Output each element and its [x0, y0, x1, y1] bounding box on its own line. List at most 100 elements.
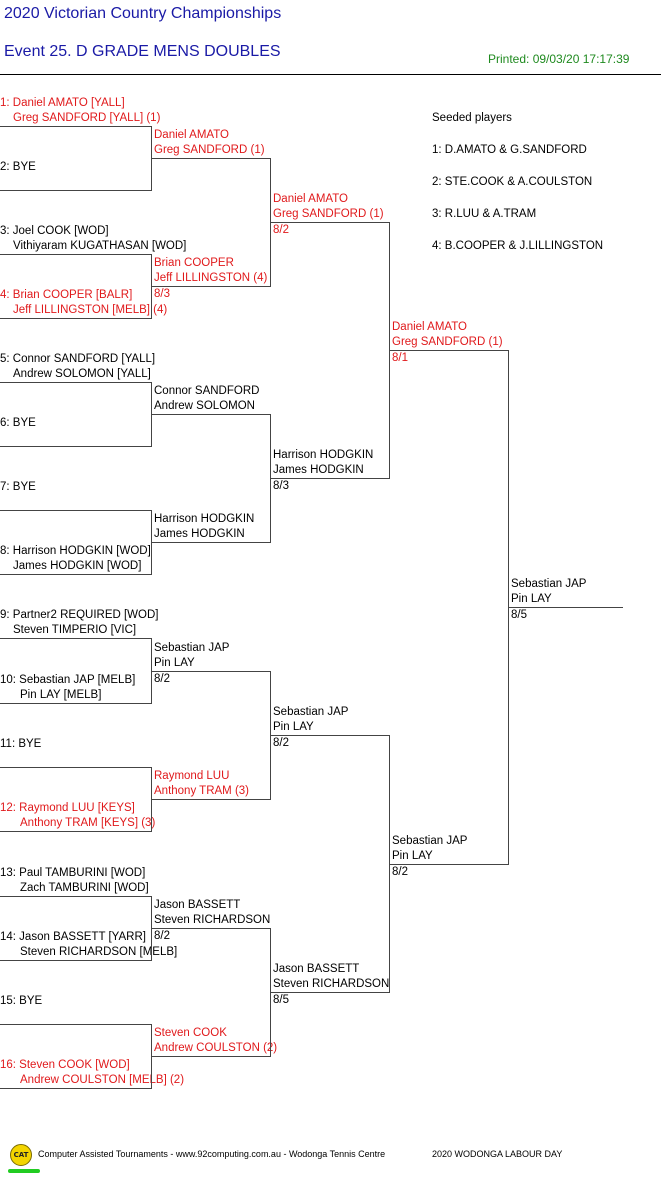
entrant-line-1: 2: BYE [0, 161, 36, 173]
bracket-line [0, 446, 152, 447]
winner-line-2: Steven RICHARDSON [273, 978, 390, 990]
entrant-line-1: 11: BYE [0, 738, 42, 750]
bracket-line [389, 864, 509, 865]
winner-line-1: Harrison HODGKIN [273, 449, 374, 461]
bracket-line [0, 126, 152, 127]
match-score: 8/2 [392, 866, 408, 878]
winner-line-1: Sebastian JAP [154, 642, 230, 654]
bracket-line [151, 158, 271, 159]
entrant-line-2: Greg SANDFORD [YALL] (1) [13, 112, 161, 124]
entrant-line-1: 13: Paul TAMBURINI [WOD] [0, 867, 146, 879]
bracket-line [0, 510, 152, 511]
entrant-line-1: 7: BYE [0, 481, 36, 493]
bracket-line [0, 318, 152, 319]
bracket-line [270, 478, 390, 479]
seeded-item: 2: STE.COOK & A.COULSTON [432, 176, 593, 188]
winner-line-2: Pin LAY [273, 721, 314, 733]
winner-line-1: Daniel AMATO [154, 129, 229, 141]
entrant-line-1: 6: BYE [0, 417, 36, 429]
bracket-line [270, 992, 390, 993]
bracket-connector [151, 638, 152, 703]
bracket-line [270, 222, 390, 223]
winner-line-2: Greg SANDFORD (1) [154, 144, 265, 156]
entrant-line-2: Jeff LILLINGSTON [MELB] (4) [13, 304, 168, 316]
bracket-line [508, 607, 623, 608]
bracket-line [151, 671, 271, 672]
match-score: 8/2 [154, 930, 170, 942]
winner-line-1: Daniel AMATO [392, 321, 467, 333]
bracket-line [151, 414, 271, 415]
bracket-line [0, 703, 152, 704]
bracket-line [389, 350, 509, 351]
winner-line-1: Daniel AMATO [273, 193, 348, 205]
match-score: 8/2 [273, 224, 289, 236]
bracket-line [0, 831, 152, 832]
entrant-line-2: Pin LAY [MELB] [20, 689, 102, 701]
match-score: 8/1 [392, 352, 408, 364]
winner-line-2: Jeff LILLINGSTON (4) [154, 272, 268, 284]
bracket-line [0, 767, 152, 768]
bracket-line [151, 799, 271, 800]
match-score: 8/3 [154, 288, 170, 300]
match-score: 8/2 [154, 673, 170, 685]
footer-text: Computer Assisted Tournaments - www.92co… [38, 1149, 386, 1159]
winner-line-2: Andrew COULSTON (2) [154, 1042, 278, 1054]
winner-line-1: Connor SANDFORD [154, 385, 260, 397]
bracket-line [0, 254, 152, 255]
match-score: 8/2 [273, 737, 289, 749]
logo-underline [8, 1169, 40, 1173]
entrant-line-1: 1: Daniel AMATO [YALL] [0, 97, 125, 109]
entrant-line-2: Vithiyaram KUGATHASAN [WOD] [13, 240, 187, 252]
entrant-line-2: Steven RICHARDSON [MELB] [20, 946, 178, 958]
footer-event: 2020 WODONGA LABOUR DAY [432, 1149, 563, 1159]
winner-line-2: James HODGKIN [154, 528, 245, 540]
printed-timestamp: Printed: 09/03/20 17:17:39 [488, 52, 630, 66]
entrant-line-1: 8: Harrison HODGKIN [WOD] [0, 545, 151, 557]
entrant-line-1: 3: Joel COOK [WOD] [0, 225, 109, 237]
cat-logo-icon: CAT [10, 1144, 32, 1166]
bracket-line [151, 542, 271, 543]
entrant-line-1: 16: Steven COOK [WOD] [0, 1059, 130, 1071]
bracket-line [0, 1024, 152, 1025]
winner-line-2: James HODGKIN [273, 464, 364, 476]
bracket-line [0, 896, 152, 897]
bracket-line [0, 382, 152, 383]
bracket-line [0, 1088, 152, 1089]
entrant-line-2: Anthony TRAM [KEYS] (3) [20, 817, 156, 829]
entrant-line-1: 4: Brian COOPER [BALR] [0, 289, 133, 301]
entrant-line-1: 9: Partner2 REQUIRED [WOD] [0, 609, 159, 621]
winner-line-2: Anthony TRAM (3) [154, 785, 250, 797]
bracket-line [0, 960, 152, 961]
bracket-line [0, 638, 152, 639]
bracket-connector [389, 735, 390, 992]
entrant-line-1: 12: Raymond LUU [KEYS] [0, 802, 135, 814]
winner-line-2: Pin LAY [392, 850, 433, 862]
entrant-line-2: Zach TAMBURINI [WOD] [20, 882, 149, 894]
winner-line-1: Steven COOK [154, 1027, 227, 1039]
entrant-line-2: Andrew COULSTON [MELB] (2) [20, 1074, 185, 1086]
entrant-line-2: Steven TIMPERIO [VIC] [13, 624, 137, 636]
winner-line-1: Raymond LUU [154, 770, 230, 782]
champion-line-1: Sebastian JAP [511, 578, 587, 590]
winner-line-2: Greg SANDFORD (1) [273, 208, 384, 220]
event-title: Event 25. D GRADE MENS DOUBLES [4, 43, 281, 60]
entrant-line-2: James HODGKIN [WOD] [13, 560, 142, 572]
winner-line-1: Jason BASSETT [273, 963, 360, 975]
entrant-line-1: 5: Connor SANDFORD [YALL] [0, 353, 156, 365]
final-score: 8/5 [511, 609, 527, 621]
match-score: 8/5 [273, 994, 289, 1006]
bracket-line [151, 928, 271, 929]
seeded-heading: Seeded players [432, 112, 512, 124]
winner-line-2: Andrew SOLOMON [154, 400, 255, 412]
page-title: 2020 Victorian Country Championships [4, 5, 282, 22]
winner-line-1: Sebastian JAP [273, 706, 349, 718]
header-divider [0, 74, 661, 75]
winner-line-2: Greg SANDFORD (1) [392, 336, 503, 348]
bracket-line [0, 574, 152, 575]
match-score: 8/3 [273, 480, 289, 492]
winner-line-2: Steven RICHARDSON [154, 914, 271, 926]
champion-line-2: Pin LAY [511, 593, 552, 605]
entrant-line-1: 10: Sebastian JAP [MELB] [0, 674, 136, 686]
winner-line-1: Sebastian JAP [392, 835, 468, 847]
winner-line-2: Pin LAY [154, 657, 195, 669]
